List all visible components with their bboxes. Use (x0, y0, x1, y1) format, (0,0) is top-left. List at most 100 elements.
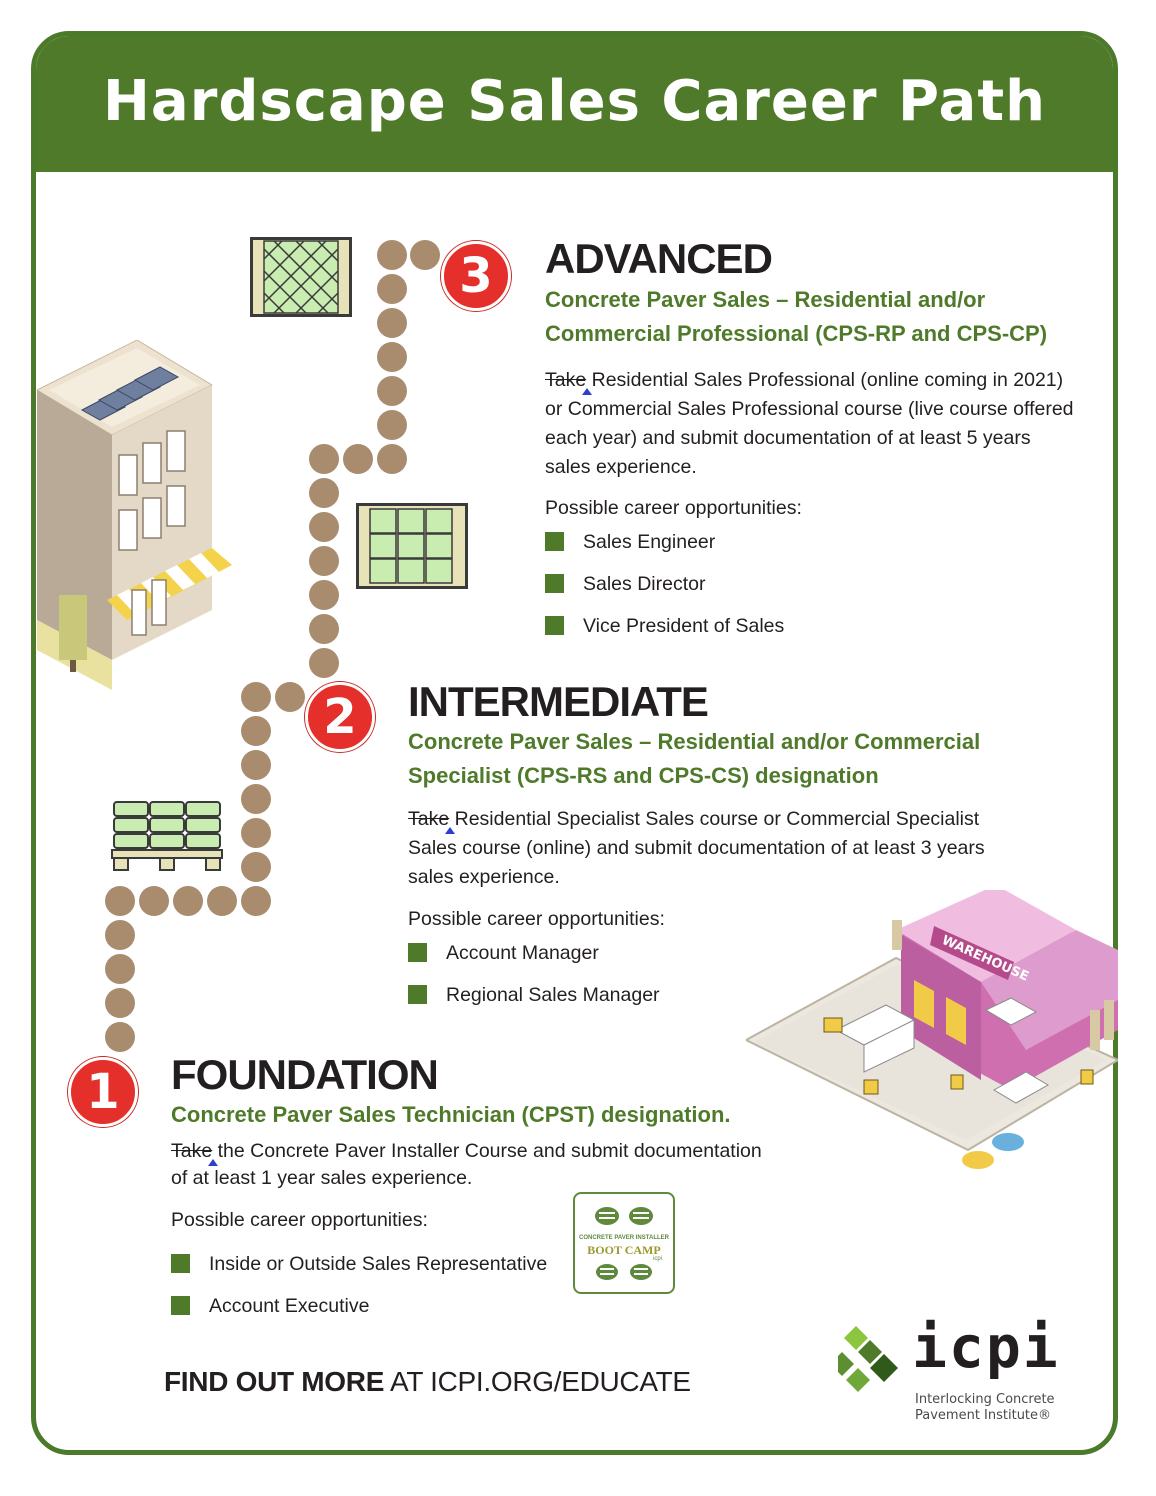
advanced-opportunities-label: Possible career opportunities: (545, 497, 802, 519)
path-dot (309, 546, 339, 576)
advanced-body-line: each year) and submit documentation of a… (545, 427, 1031, 449)
path-dot (105, 1022, 135, 1052)
path-dot (309, 444, 339, 474)
boot-camp-logo: CONCRETE PAVER INSTALLER BOOT CAMP icpi (573, 1192, 675, 1294)
foundation-title: FOUNDATION (171, 1051, 439, 1098)
intermediate-designation-line: Specialist (CPS-RS and CPS-CS) designati… (408, 763, 879, 788)
warehouse-illustration: WAREHOUSE (746, 890, 1118, 1169)
advanced-body-line: Residential Sales Professional (online c… (586, 369, 1064, 391)
advanced-designation-line: Concrete Paver Sales – Residential and/o… (545, 287, 986, 312)
foundation-body-line: of at least 1 year sales experience. (171, 1167, 473, 1189)
bullet-square-icon (408, 943, 427, 962)
strikethrough-edit: Take (171, 1140, 213, 1162)
foundation-body-line: the Concrete Paver Installer Course and … (212, 1140, 762, 1162)
bullet-square-icon (545, 532, 564, 551)
path-dot (241, 716, 271, 746)
page-title: Hardscape Sales Career Path (103, 69, 1046, 134)
path-dot (241, 750, 271, 780)
intermediate-body-line: sales experience. (408, 866, 560, 888)
path-dot (343, 444, 373, 474)
advanced-designation: Concrete Paver Sales – Residential and/o… (545, 283, 1047, 351)
path-dot (105, 954, 135, 984)
bullet-square-icon (545, 574, 564, 593)
foundation-opportunities-label: Possible career opportunities: (171, 1209, 428, 1231)
strikethrough-edit: Take (408, 808, 450, 830)
advanced-description: Take Residential Sales Professional (onl… (545, 366, 1074, 482)
path-dot (377, 376, 407, 406)
intermediate-title: INTERMEDIATE (408, 678, 709, 725)
boot-camp-tag: icpi (653, 1256, 663, 1262)
path-dot (309, 648, 339, 678)
list-item-label: Account Executive (209, 1295, 370, 1317)
path-dot (207, 886, 237, 916)
stacked-pallet-icon (111, 801, 223, 871)
path-dot (410, 240, 440, 270)
path-dot (241, 784, 271, 814)
icpi-tagline-line: Pavement Institute® (915, 1408, 1052, 1423)
intermediate-opportunities-label: Possible career opportunities: (408, 908, 665, 930)
list-item: Inside or Outside Sales Representative (171, 1252, 547, 1294)
path-dot (377, 342, 407, 372)
boot-camp-line2: BOOT CAMP (587, 1243, 661, 1257)
level-3-badge: 3 (441, 241, 511, 311)
advanced-title: ADVANCED (545, 235, 773, 282)
path-dot (105, 920, 135, 950)
list-item-label: Inside or Outside Sales Representative (209, 1253, 548, 1275)
path-dot (377, 240, 407, 270)
path-dot (309, 580, 339, 610)
boot-prints-icon (595, 1207, 653, 1280)
path-dot (377, 410, 407, 440)
path-dot (275, 682, 305, 712)
list-item: Sales Engineer (545, 530, 784, 572)
intermediate-opportunities-list: Account Manager Regional Sales Manager (408, 941, 660, 1025)
foundation-designation-line: Concrete Paver Sales Technician (CPST) d… (171, 1102, 731, 1127)
level-2-badge: 2 (305, 682, 375, 752)
path-dot (309, 512, 339, 542)
path-dot (309, 478, 339, 508)
boot-camp-line1: CONCRETE PAVER INSTALLER (578, 1235, 669, 1241)
advanced-body-line: or Commercial Sales Professional course … (545, 398, 1074, 420)
find-out-more-link[interactable]: FIND OUT MORE AT ICPI.ORG/EDUCATE (164, 1366, 691, 1398)
cta-bold-text: FIND OUT MORE (164, 1366, 385, 1397)
list-item: Regional Sales Manager (408, 983, 660, 1025)
list-item: Account Manager (408, 941, 660, 983)
icpi-tagline-line: Interlocking Concrete (915, 1392, 1055, 1407)
list-item-label: Sales Director (583, 573, 706, 595)
cta-url-text: AT ICPI.ORG/EDUCATE (384, 1366, 691, 1397)
foundation-opportunities-list: Inside or Outside Sales Representative A… (171, 1252, 547, 1336)
bullet-square-icon (408, 985, 427, 1004)
path-dot (377, 308, 407, 338)
building-illustration (37, 340, 232, 690)
intermediate-designation: Concrete Paver Sales – Residential and/o… (408, 725, 980, 793)
level-1-badge: 1 (68, 1057, 138, 1127)
list-item: Vice President of Sales (545, 614, 784, 656)
advanced-designation-line: Commercial Professional (CPS-RP and CPS-… (545, 321, 1048, 346)
foundation-description: Take the Concrete Paver Installer Course… (171, 1138, 762, 1192)
bullet-square-icon (545, 616, 564, 635)
intermediate-description: Take Residential Specialist Sales course… (408, 805, 985, 892)
path-dot (241, 852, 271, 882)
advanced-opportunities-list: Sales Engineer Sales Director Vice Presi… (545, 530, 784, 656)
icpi-wordmark: icpi (912, 1313, 1060, 1381)
path-dot (139, 886, 169, 916)
list-item-label: Sales Engineer (583, 531, 716, 553)
path-dot (241, 818, 271, 848)
icpi-logo: icpi Interlocking Concrete Pavement Inst… (838, 1313, 1068, 1453)
path-dot (241, 886, 271, 916)
path-dot (241, 682, 271, 712)
path-dot (377, 274, 407, 304)
bullet-square-icon (171, 1296, 190, 1315)
list-item-label: Regional Sales Manager (446, 984, 660, 1006)
intermediate-body-line: Sales course (online) and submit documen… (408, 837, 985, 859)
intermediate-designation-line: Concrete Paver Sales – Residential and/o… (408, 729, 981, 754)
list-item-label: Vice President of Sales (583, 615, 785, 637)
advanced-body-line: sales experience. (545, 456, 697, 478)
grid-paver-pallet-icon (356, 503, 468, 589)
bullet-square-icon (171, 1254, 190, 1273)
list-item: Account Executive (171, 1294, 547, 1336)
diamond-paver-pallet-icon (250, 237, 352, 317)
path-dot (105, 886, 135, 916)
icpi-tagline: Interlocking Concrete Pavement Institute… (915, 1392, 1055, 1424)
intermediate-body-line: Residential Specialist Sales course or C… (449, 808, 980, 830)
path-dot (377, 444, 407, 474)
